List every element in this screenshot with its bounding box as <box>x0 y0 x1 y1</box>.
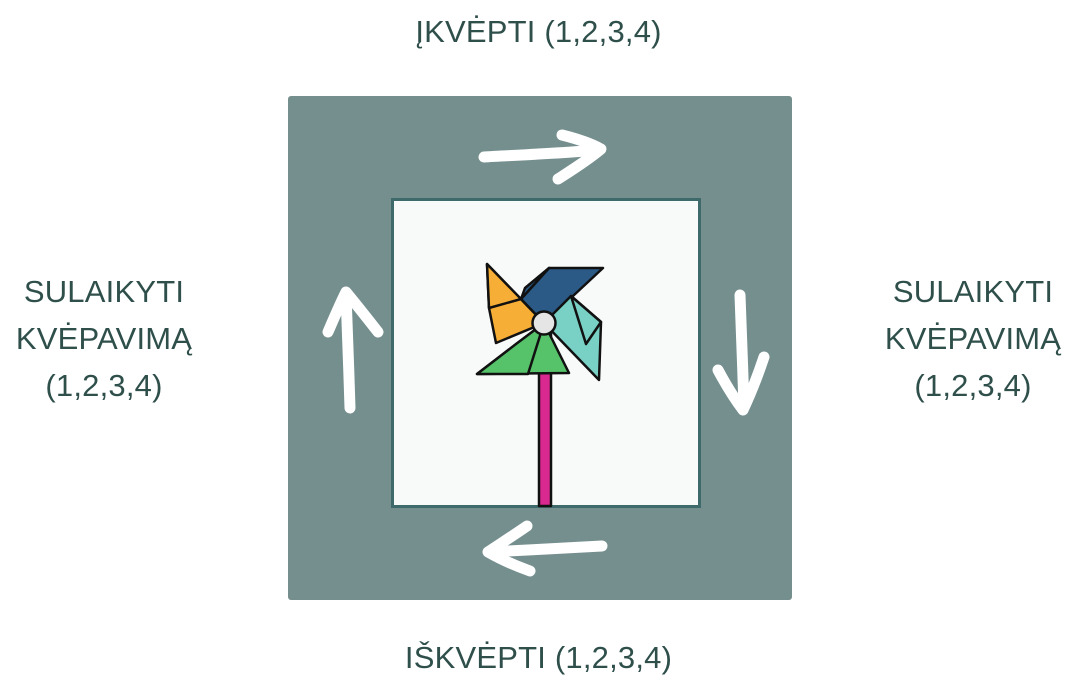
hold-breath-right-line-3: (1,2,3,4) <box>914 368 1032 403</box>
pinwheel-blade-orange-fold <box>485 262 523 310</box>
hold-breath-label-left: SULAIKYTI KVĖPAVIMĄ (1,2,3,4) <box>0 268 208 409</box>
exhale-label-text: IŠKVĖPTI (1,2,3,4) <box>404 640 673 675</box>
hold-breath-left-line-3: (1,2,3,4) <box>45 368 163 403</box>
inhale-label-text: ĮKVĖPTI (1,2,3,4) <box>415 14 662 49</box>
hold-breath-left-line-1: SULAIKYTI <box>23 274 185 309</box>
pinwheel-blade-blue-fold <box>519 266 551 301</box>
pinwheel-blade-teal-fold <box>569 294 603 346</box>
arrow-right-icon <box>478 129 607 185</box>
hold-breath-label-right: SULAIKYTI KVĖPAVIMĄ (1,2,3,4) <box>869 268 1077 409</box>
pinwheel-icon <box>475 262 605 508</box>
inhale-label: ĮKVĖPTI (1,2,3,4) <box>0 8 1077 55</box>
arrow-up-icon <box>322 286 384 414</box>
hold-breath-right-line-2: KVĖPAVIMĄ <box>884 321 1062 356</box>
arrow-down-icon <box>712 289 770 416</box>
arrow-left-icon <box>482 520 608 577</box>
exhale-label: IŠKVĖPTI (1,2,3,4) <box>0 634 1077 681</box>
hold-breath-left-line-2: KVĖPAVIMĄ <box>15 321 193 356</box>
hold-breath-right-line-1: SULAIKYTI <box>892 274 1054 309</box>
pinwheel-center <box>531 310 557 336</box>
